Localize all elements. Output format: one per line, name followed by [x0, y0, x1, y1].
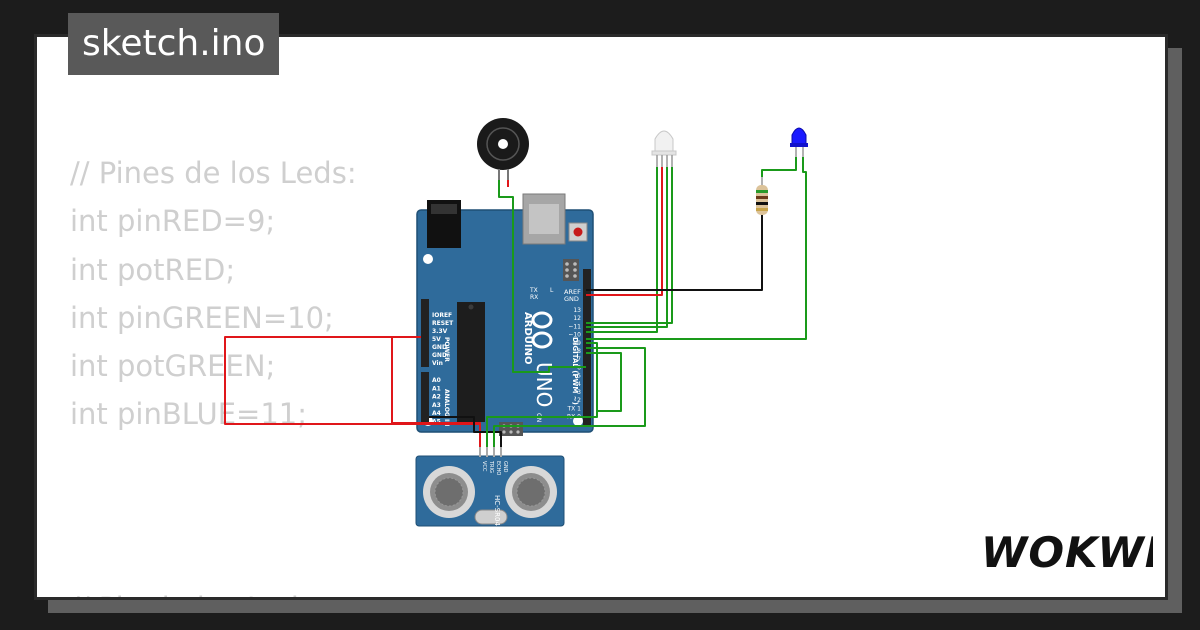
arduino-uno-board[interactable]: TX RX L AREF GND 1312~11~10~987~6~54~32T…: [416, 193, 594, 436]
wire-sensor-gnd: [429, 416, 502, 447]
wire-rgb-blue: [586, 167, 673, 324]
usb-port: [522, 193, 566, 245]
digital-pin-label: ~5: [572, 373, 581, 380]
digital-pin-label: 4: [577, 381, 581, 388]
power-pin-label: 3.3V: [432, 328, 448, 335]
digital-pin-label: ~3: [572, 389, 581, 396]
code-line: // Pin de los Leds:: [70, 584, 357, 597]
digital-pin-label: ~9: [572, 340, 581, 347]
rgb-led[interactable]: [651, 130, 677, 167]
code-line: int pinGREEN=10;: [70, 300, 334, 335]
sensor-pin-label: VCC: [481, 461, 487, 472]
mounting-hole: [573, 416, 583, 426]
mounting-hole: [423, 254, 433, 264]
wire-rgb-common: [586, 167, 663, 296]
arduino-infinity-logo: [531, 311, 553, 349]
rx-label: RX: [530, 294, 538, 301]
digital-pin-label: 2: [577, 397, 581, 404]
wire-resistor-gnd: [586, 215, 763, 291]
power-pin-label: GND: [432, 344, 447, 351]
code-preview: // Pines de los Leds: int pinRED=9; int po…: [70, 149, 357, 597]
project-preview-card[interactable]: // Pines de los Leds: int pinRED=9; int po…: [34, 34, 1168, 600]
digital-pin-label: TX 1: [567, 405, 582, 412]
power-label: POWER: [443, 337, 450, 362]
l-led-label: L: [550, 287, 554, 294]
blue-led[interactable]: [790, 127, 808, 157]
digital-label: DIGITAL (PWM ~): [571, 337, 579, 405]
code-line: int potGREEN;: [70, 349, 276, 384]
wire-sensor-echo: [493, 347, 646, 447]
analog-pin-label: A1: [432, 385, 441, 392]
analog-header[interactable]: [421, 372, 429, 424]
analog-pin-label: A0: [432, 377, 441, 384]
sensor-pin-label: GND: [502, 461, 508, 473]
power-pin-label: Vin: [432, 360, 443, 367]
wire-sensor-trig: [486, 342, 598, 447]
analog-label: ANALOG IN: [443, 389, 450, 426]
wires: [224, 157, 807, 447]
sensor-pin-label: ECHO: [495, 461, 501, 475]
wokwi-logo-text: WOKWI: [981, 528, 1153, 577]
icsp-header: [563, 259, 579, 281]
sketch-filename[interactable]: sketch.ino: [68, 13, 280, 75]
analog-pin-label: A4: [432, 410, 441, 417]
atmega-chip: [457, 302, 485, 422]
code-line: int potRED;: [70, 252, 236, 287]
digital-pin-label: 8: [577, 348, 581, 355]
tx-label: TX: [529, 287, 538, 294]
wire-rgb-green: [586, 167, 668, 328]
wokwi-logo[interactable]: WOKWI: [977, 523, 1153, 579]
digital-pin-label: 13: [573, 307, 581, 314]
digital-pin-label: ~10: [568, 332, 581, 339]
power-pin-label: 5V: [432, 336, 441, 343]
wire-buzzer-signal: [498, 180, 586, 373]
wire-5v: [224, 336, 480, 425]
power-header[interactable]: [421, 299, 429, 367]
sensor-model: HC-SR04: [493, 495, 501, 526]
digital-pin-label: ~11: [568, 323, 581, 330]
gnd-label: GND: [564, 295, 579, 303]
wire-blue-led-signal: [586, 157, 807, 340]
wire-led-to-resistor: [761, 157, 797, 177]
power-pin-label: GND: [432, 352, 447, 359]
arduino-brand: ARDUINO: [522, 312, 533, 364]
analog-pin-label: A2: [432, 394, 441, 401]
piezo-buzzer[interactable]: [477, 118, 529, 180]
code-line: // Pines de los Leds:: [70, 156, 357, 190]
code-line: int pinRED=9;: [70, 204, 276, 239]
power-pin-label: RESET: [432, 320, 454, 327]
code-line: int pinBLUE=11;: [70, 397, 307, 432]
uno-model: UNO: [532, 362, 556, 407]
sensor-pin-label: TRIG: [488, 460, 494, 473]
wire-pwm-loop: [586, 352, 622, 412]
digital-pin-label: 12: [573, 315, 581, 322]
resistor[interactable]: [756, 177, 768, 215]
power-pin-label: IOREF: [432, 312, 452, 319]
digital-pin-label: 7: [577, 356, 581, 363]
wire-rgb-red: [586, 167, 658, 333]
analog-pin-label: A3: [432, 402, 441, 409]
circuit-diagram: TX RX L AREF GND 1312~11~10~987~6~54~32T…: [224, 118, 808, 527]
barrel-jack: [427, 200, 461, 248]
icsp-header-bottom: [499, 422, 523, 436]
aref-label: AREF: [564, 288, 581, 296]
reset-button[interactable]: [568, 222, 588, 242]
